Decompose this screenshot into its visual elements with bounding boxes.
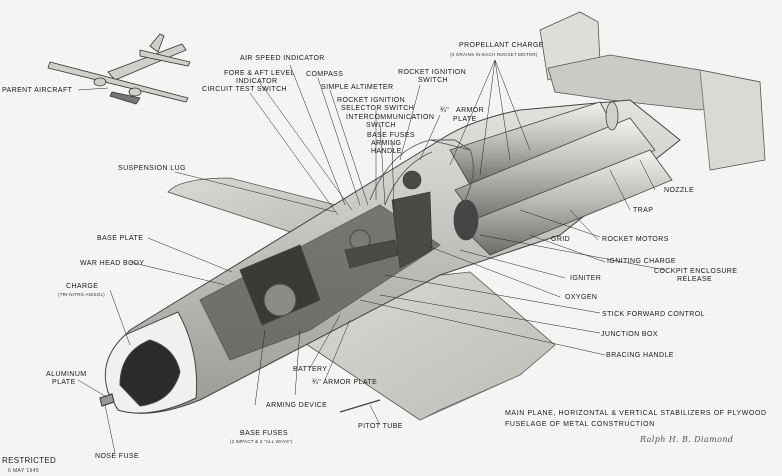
label-intercommunication: INTERCOMMUNICATION [346, 114, 435, 121]
label-compass: COMPASS [306, 71, 344, 78]
label-fore-aft-level: FORE & AFT LEVEL [224, 70, 295, 77]
tail-stabilizers [539, 11, 766, 171]
label-date: 6 MAY 1945 [8, 468, 40, 474]
pitot-and-fuse [99, 393, 381, 413]
label-oxygen: OXYGEN [565, 294, 598, 301]
label-intercom-switch: SWITCH [366, 122, 397, 129]
artist-signature: Ralph H. B. Diamond [640, 435, 734, 444]
label-charge-sub: (TRI-NITRO ANISOL) [58, 292, 105, 297]
label-arming-device: ARMING DEVICE [266, 402, 328, 409]
cockpit-canopy [369, 139, 474, 211]
label-igniting-charge: IGNITING CHARGE [607, 258, 677, 265]
label-air-speed-indicator: AIR SPEED INDICATOR [240, 55, 325, 62]
leader-lines [77, 59, 666, 454]
label-igniter: IGNITER [570, 275, 602, 282]
label-armor-plate-bottom: ¾" ARMOR PLATE [312, 379, 378, 386]
label-release: RELEASE [677, 276, 713, 283]
label-switch: SWITCH [418, 77, 449, 84]
label-aluminum: ALUMINUM [46, 371, 87, 378]
label-nose-fuse: NOSE FUSE [95, 453, 140, 460]
label-armor: ARMOR [456, 107, 485, 114]
label-handle: HANDLE [371, 148, 402, 155]
label-rocket-motors: ROCKET MOTORS [602, 236, 669, 243]
label-trap: TRAP [633, 207, 654, 214]
label-simple-altimeter: SIMPLE ALTIMETER [321, 84, 394, 91]
note-construction-line1: MAIN PLANE, HORIZONTAL & VERTICAL STABIL… [505, 410, 767, 417]
label-nozzle: NOZZLE [664, 187, 695, 194]
label-aluminum-plate: PLATE [52, 379, 76, 386]
label-pitot-tube: PITOT TUBE [358, 423, 403, 430]
label-armor-plate-top-num: ¾" [440, 107, 450, 114]
label-base-plate: BASE PLATE [97, 235, 144, 242]
label-grid: GRID [551, 236, 571, 243]
label-battery: BATTERY [293, 366, 328, 373]
label-junction-box: JUNCTION BOX [601, 331, 658, 338]
label-base-fuses-sub: (2 IMPACT & 3 "ALL WAYS") [230, 439, 293, 444]
label-restricted: RESTRICTED [2, 456, 57, 465]
label-propellant-sub: (3 GRAINS IN EACH ROCKET MOTOR) [450, 52, 538, 57]
label-propellant-charge: PROPELLANT CHARGE [459, 42, 544, 49]
label-charge: CHARGE [66, 283, 99, 290]
rocket-motors [449, 101, 673, 256]
label-bracing-handle: BRACING HANDLE [606, 352, 674, 359]
note-construction-line2: FUSELAGE OF METAL CONSTRUCTION [505, 421, 655, 428]
label-war-head-body: WAR HEAD BODY [80, 260, 145, 267]
label-stick-forward-control: STICK FORWARD CONTROL [602, 311, 705, 318]
label-cockpit-enclosure: COCKPIT ENCLOSURE [654, 268, 738, 275]
label-base-fuses-bottom: BASE FUSES [240, 430, 288, 437]
label-indicator: INDICATOR [236, 78, 278, 85]
parent-aircraft-sketch [47, 33, 191, 105]
label-arming: ARMING [371, 140, 402, 147]
label-rocket-ignition-selector: ROCKET IGNITION [337, 97, 406, 104]
label-suspension-lug: SUSPENSION LUG [118, 165, 186, 172]
label-plate: PLATE [453, 116, 477, 123]
pilot-figure [344, 170, 433, 269]
label-circuit-test-switch: CIRCUIT TEST SWITCH [202, 86, 287, 93]
label-rocket-ignition-switch: ROCKET IGNITION [398, 69, 467, 76]
label-parent-aircraft: PARENT AIRCRAFT [2, 87, 73, 94]
label-selector-switch: SELECTOR SWITCH [341, 105, 415, 112]
label-base-fuses-top: BASE FUSES [367, 132, 415, 139]
